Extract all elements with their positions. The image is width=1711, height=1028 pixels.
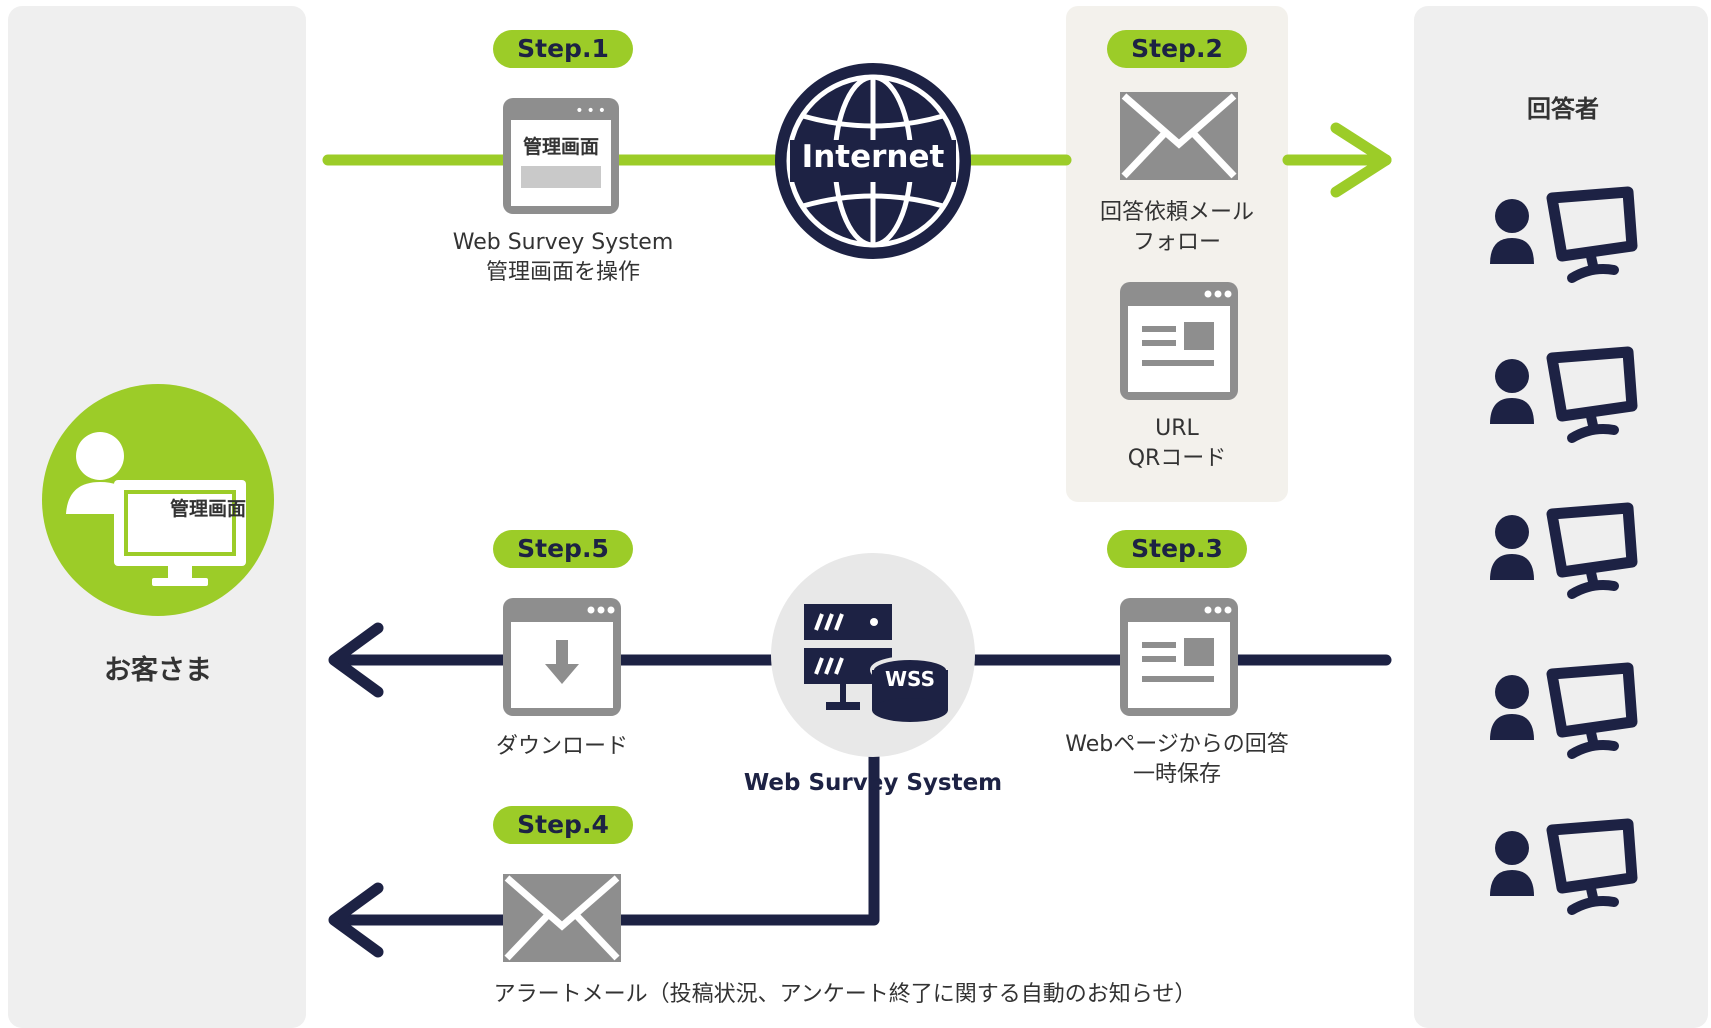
step3-badge: Step.3	[1107, 530, 1247, 568]
green-arrow-head	[1330, 122, 1392, 198]
step3-caption-line1: Webページからの回答	[1065, 732, 1289, 757]
alert-mail-icon	[503, 874, 621, 962]
step1-caption: Web Survey System 管理画面を操作	[413, 228, 713, 288]
respondent-item	[1488, 186, 1638, 286]
webpage-answer-icon	[1120, 598, 1238, 716]
respondent-pc-icon	[1490, 662, 1638, 759]
step4-badge: Step.4	[493, 806, 633, 844]
step2-url-caption-line1: URL	[1155, 416, 1199, 441]
step4-caption: アラートメール（投稿状況、アンケート終了に関する自動のお知らせ）	[493, 982, 1197, 1007]
respondent-item	[1488, 346, 1638, 446]
webpage-icon	[1120, 282, 1238, 400]
customer-screen-label: 管理画面	[169, 498, 246, 520]
respondent-pc-icon	[1490, 186, 1638, 283]
admin-window-icon: ••• 管理画面	[503, 98, 619, 214]
internet-label: Internet	[801, 139, 945, 175]
respondent-item	[1488, 502, 1638, 602]
respondent-pc-icon	[1490, 346, 1638, 443]
respondent-pc-icon	[1490, 502, 1638, 599]
step2-mail-caption: 回答依頼メール フォロー	[1066, 198, 1288, 258]
step2-url-caption-line2: QRコード	[1127, 446, 1227, 471]
step5-badge: Step.5	[493, 530, 633, 568]
navy-arrow-head-step4	[328, 882, 384, 958]
respondent-pc-icon	[1490, 818, 1638, 915]
server-icon	[771, 553, 975, 757]
navy-arrow-head-step5	[328, 622, 384, 698]
customer-label: お客さま	[104, 655, 212, 686]
wss-label: WSS	[885, 667, 935, 691]
customer-admin-icon	[42, 384, 274, 616]
download-icon	[503, 598, 621, 716]
admin-window-label: 管理画面	[522, 136, 599, 158]
step1-badge: Step.1	[493, 30, 633, 68]
mail-icon	[1120, 92, 1238, 180]
respondent-item	[1488, 662, 1638, 762]
step2-mail-caption-line2: フォロー	[1132, 230, 1221, 255]
step1-caption-line1: Web Survey System	[452, 230, 674, 255]
step2-mail-caption-line1: 回答依頼メール	[1099, 200, 1254, 225]
step1-caption-line2: 管理画面を操作	[485, 260, 640, 285]
globe-icon	[775, 63, 971, 259]
server-caption: Web Survey System	[743, 770, 1003, 796]
step3-caption: Webページからの回答 一時保存	[1030, 730, 1324, 790]
step2-url-caption: URL QRコード	[1066, 414, 1288, 474]
step3-caption-line2: 一時保存	[1132, 762, 1221, 787]
step2-badge: Step.2	[1107, 30, 1247, 68]
step5-caption: ダウンロード	[495, 734, 628, 759]
respondents-label: 回答者	[1527, 95, 1599, 123]
step2-panel	[1066, 6, 1288, 502]
respondent-item	[1488, 818, 1638, 918]
